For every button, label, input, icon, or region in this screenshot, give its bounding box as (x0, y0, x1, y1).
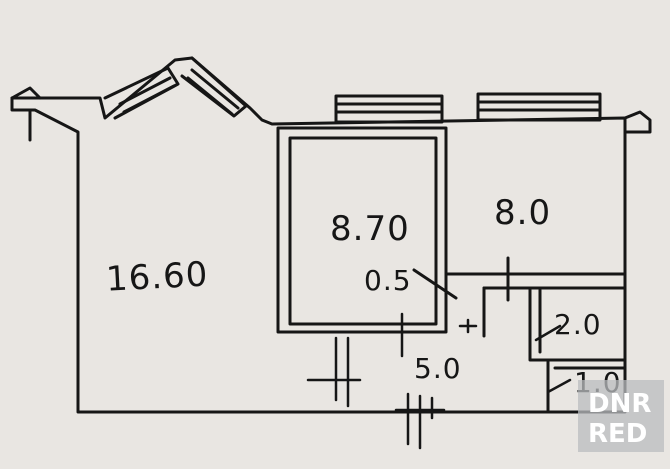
balcony-nub (10, 86, 42, 142)
watermark-logo: DNR RED (578, 380, 664, 452)
bathroom-area: 2.0 (554, 308, 602, 341)
wall-nub-right (623, 110, 652, 134)
watermark-line2: RED (588, 419, 647, 449)
door-marks (306, 312, 572, 450)
bay-window (103, 56, 248, 120)
window-center (334, 94, 444, 124)
hall-area: 5.0 (414, 352, 462, 385)
center-room-walls (276, 126, 448, 334)
closet-area: 0.5 (364, 264, 412, 297)
living-room-area: 16.60 (105, 254, 209, 299)
window-right (476, 92, 602, 122)
bathroom-walls (482, 286, 627, 412)
watermark-line1: DNR (588, 389, 651, 419)
center-room-area: 8.70 (330, 209, 410, 249)
closet-diagonal (412, 268, 458, 300)
right-room-area: 8.0 (494, 193, 551, 233)
